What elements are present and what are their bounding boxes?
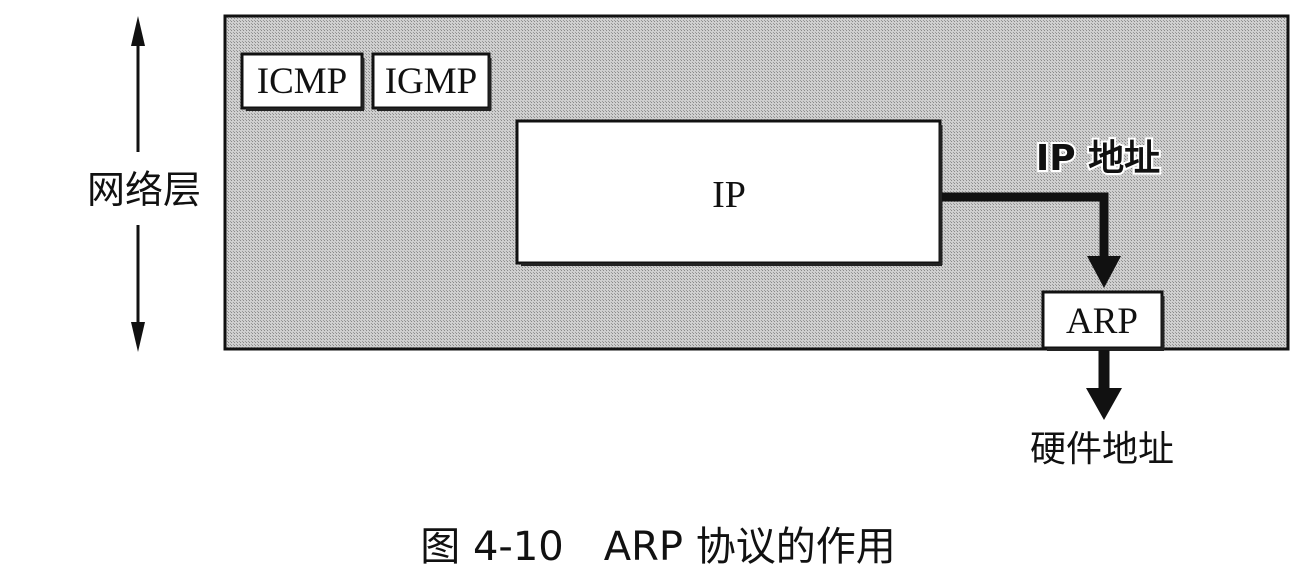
figure-caption: 图 4-10 ARP 协议的作用	[420, 524, 896, 570]
igmp-label: IGMP	[385, 61, 478, 102]
arp-label: ARP	[1066, 301, 1138, 342]
arp-box: ARP	[1041, 290, 1165, 351]
ip-to-arp-arrow	[942, 192, 1121, 288]
icmp-box: ICMP	[240, 52, 365, 111]
hardware-address-label: 硬件地址	[1030, 429, 1174, 470]
ip-address-label: IP 地址	[1036, 138, 1160, 179]
ip-label: IP	[712, 174, 746, 216]
igmp-box: IGMP	[371, 52, 492, 111]
icmp-label: ICMP	[257, 61, 347, 102]
ip-box: IP	[515, 119, 943, 266]
arp-to-hardware-arrow	[1086, 350, 1122, 420]
layer-label: 网络层	[87, 168, 201, 212]
layer-span-arrow	[131, 16, 145, 352]
